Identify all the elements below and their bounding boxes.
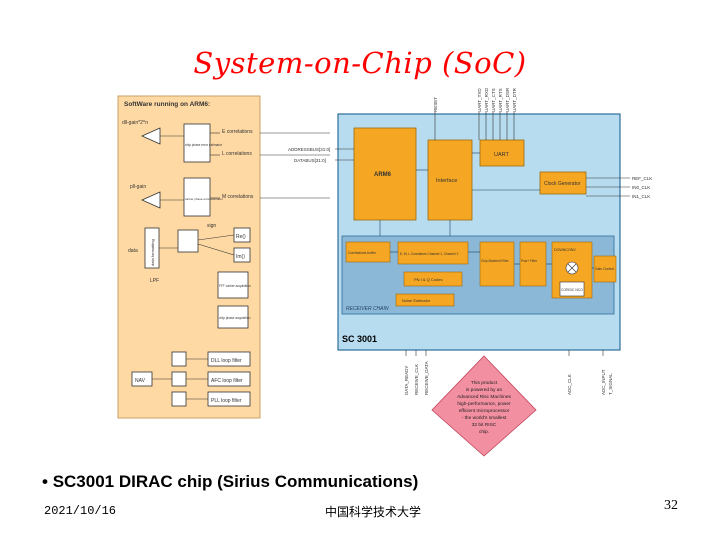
bullet-item: • SC3001 DIRAC chip (Sirius Communicatio… <box>42 472 419 491</box>
mixer-cross <box>567 263 577 273</box>
uart-block <box>479 139 525 167</box>
pn-codes-block <box>403 271 463 287</box>
block-label: FFT carrier acquisition <box>219 284 251 288</box>
clock-generator-block <box>539 171 587 195</box>
pin-label: ADC_INPUT <box>601 369 606 395</box>
pin-label: RESET <box>433 97 438 112</box>
callout-line: This product <box>471 380 498 386</box>
gain-control <box>593 255 617 283</box>
nav-label: NAV <box>135 378 146 384</box>
noise-estimator <box>395 293 455 307</box>
software-panel: SoftWare running on ARM6: dll-gain*2^n c… <box>117 95 261 419</box>
pin-label: UART_DTR <box>512 87 517 112</box>
block-label: AFC loop filter <box>211 378 243 384</box>
block-label: carrier phase error estimator <box>185 197 223 201</box>
block-label: E, M, L Correlators Channel 1, Channel 2 <box>400 252 459 256</box>
im-label: Im() <box>236 254 245 260</box>
callout-line: high-performance, power <box>457 401 511 407</box>
l-correlations-label: L correlations <box>222 151 252 157</box>
clock-generator-label: Clock Generator <box>544 181 581 187</box>
filter-icon-box <box>171 351 187 367</box>
sc3001-chip: SC 3001 ARM6 Interface UART Clock Genera… <box>337 113 621 351</box>
block-label: DLL loop filter <box>211 358 242 364</box>
callout-line: efficient microprocessor <box>459 408 510 414</box>
chip-phase-acquisition <box>217 305 249 329</box>
chip-name: SC 3001 <box>342 334 377 344</box>
block-label: chip phase acquisition <box>219 316 251 320</box>
pin-label: REF_CLK <box>632 176 652 181</box>
left-pins: ADDRESSBUS[31:0] DATABUS[31:0] <box>288 147 354 163</box>
block-label: PLL loop filter <box>211 398 242 404</box>
block-label: CORDIC NCO <box>561 288 583 292</box>
carrier-phase-error-estimator <box>183 177 211 217</box>
switch-block <box>177 229 199 253</box>
pin-label: DATA_READY <box>404 366 409 395</box>
pin-label: IN0_CLK <box>632 185 650 190</box>
pin-label: T_SIGNAL <box>608 373 613 395</box>
filter-icon-box <box>171 371 187 387</box>
filter-icon-box <box>171 391 187 407</box>
pow-filter <box>519 241 547 287</box>
chip-matched-filter <box>479 241 515 287</box>
pin-label: UART_DSR <box>505 87 510 112</box>
pin-label: RECEIVE_DATA <box>424 361 429 395</box>
lpf-label: LPF <box>150 278 159 284</box>
arm6-block <box>353 127 417 221</box>
software-panel-title: SoftWare running on ARM6: <box>124 101 210 108</box>
e-correlations-label: E correlations <box>222 129 253 135</box>
block-label: DOWNCONV <box>554 248 576 252</box>
block-label: chip phase error estimator <box>185 143 223 147</box>
callout-line: Advanced Risc Machines <box>457 394 511 400</box>
cordic-nco <box>559 281 585 297</box>
pin-label: IN1_CLK <box>632 194 650 199</box>
pin-label: RECEIVE_CLK <box>414 364 419 395</box>
pin-label: ADC_CLK <box>567 374 572 395</box>
footer-org: 中国科学技术大学 <box>325 505 422 519</box>
block-label: Correlations buffer <box>348 251 377 255</box>
block-label: data formatting <box>150 239 155 266</box>
dll-gain-label: dll-gain*2^n <box>122 120 148 126</box>
pin-label: UART_RTS <box>498 88 503 112</box>
correlators-block <box>397 241 469 265</box>
uart-label: UART <box>494 152 510 158</box>
callout-line: - the world's smallest <box>462 415 507 421</box>
bullet-text: SC3001 DIRAC chip (Sirius Communications… <box>52 472 419 491</box>
page-number: 32 <box>664 498 678 513</box>
sign-label: sign <box>207 223 216 229</box>
m-correlations-label: M correlations <box>222 194 254 200</box>
fft-carrier-acquisition <box>217 271 249 299</box>
callout-line: 32 bit RISC <box>472 422 497 428</box>
interface-block <box>427 139 473 221</box>
block-label: Pow+ Filter <box>521 259 538 263</box>
pin-label: ADDRESSBUS[31:0] <box>288 147 330 152</box>
pll-gain-label: pll-gain <box>130 184 146 190</box>
data-label: data <box>128 248 138 254</box>
right-pins: REF_CLK IN0_CLK IN1_CLK <box>586 176 652 199</box>
receiver-chain-label: RECEIVER CHAIN <box>346 306 389 312</box>
re-label: Re() <box>236 234 246 240</box>
arm6-label: ARM6 <box>374 172 392 178</box>
footer-date: 2021/10/16 <box>44 504 117 518</box>
pin-label: DATABUS[31:0] <box>294 158 326 163</box>
arm-callout: This product is powered by an Advanced R… <box>431 355 537 457</box>
pin-label: UART_TXD <box>477 88 482 112</box>
bottom-pins: DATA_READY RECEIVE_CLK RECEIVE_DATA ADC_… <box>404 350 613 395</box>
pin-label: UART_CTS <box>491 88 496 112</box>
callout-line: is powered by an <box>466 387 503 393</box>
pin-label: UART_RXD <box>484 87 489 112</box>
block-label: Gain Control <box>595 267 614 271</box>
block-label: Noise Estimator <box>402 298 431 303</box>
interface-label: Interface <box>436 178 457 184</box>
chip-phase-error-estimator <box>183 123 211 163</box>
panel-chip-connectors <box>260 132 330 199</box>
block-label: Chip Matched Filter <box>481 259 510 263</box>
slide-title: System-on-Chip (SoC) <box>193 46 527 80</box>
block-label: PN I & Q Codes <box>414 277 442 282</box>
callout-line: chip. <box>479 429 489 435</box>
top-pins: RESET UART_TXD UART_RXD UART_CTS UART_RT… <box>433 87 517 140</box>
